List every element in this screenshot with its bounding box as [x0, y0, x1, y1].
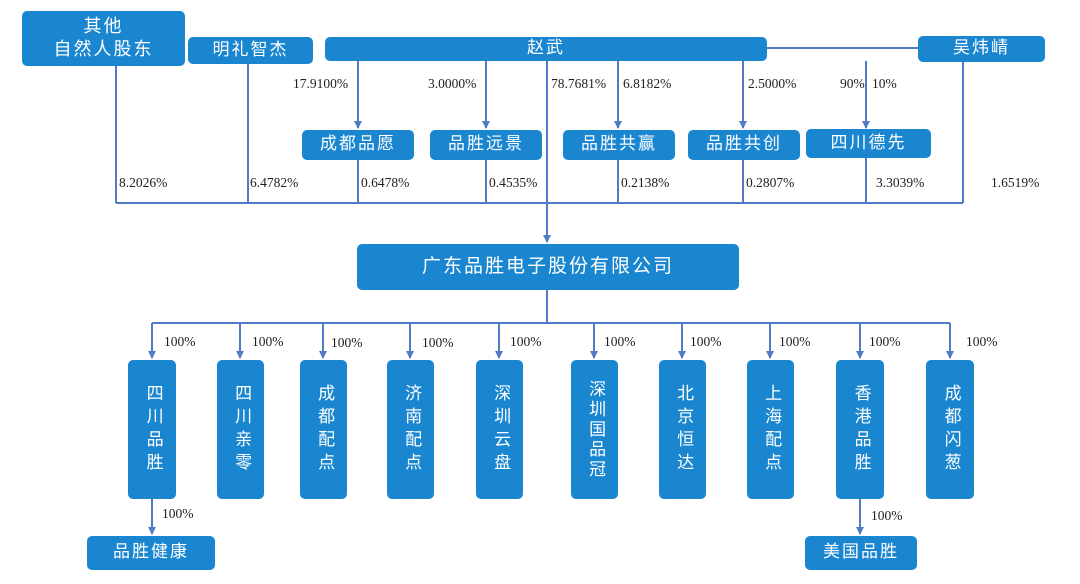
- subsidiary-box-5: 深圳云盘: [476, 360, 523, 499]
- pct-sub-9: 100%: [869, 334, 901, 349]
- subsidiary-box-7: 北京恒达: [659, 360, 706, 499]
- company-box: 广东品胜电子股份有限公司: [357, 244, 739, 290]
- pct-to-jiankang: 100%: [162, 506, 194, 521]
- pct-sub-6: 100%: [604, 334, 636, 349]
- pct-zhao-gongying: 6.8182%: [623, 76, 672, 91]
- subsidiary-box-8: 上海配点: [747, 360, 794, 499]
- pct-sub-3: 100%: [331, 335, 363, 350]
- pct-pinyuan-direct: 0.6478%: [361, 175, 410, 190]
- pct-gongying-direct: 0.2138%: [621, 175, 670, 190]
- pct-to-meiguo: 100%: [871, 508, 903, 523]
- shareholder-ming-lizhijie: 明礼智杰: [188, 37, 313, 64]
- pct-sub-10: 100%: [966, 334, 998, 349]
- shareholder-wu-weiqing: 吴炜崝: [918, 36, 1045, 62]
- pct-zhao-gongchuang: 2.5000%: [748, 76, 797, 91]
- sub-pinsheng-jiankang: 品胜健康: [87, 536, 215, 570]
- platform-chengdu-pinyuan: 成都品愿: [302, 130, 414, 160]
- platform-pinsheng-gongchuang: 品胜共创: [688, 130, 800, 160]
- subsidiary-box-10: 成都闪葱: [926, 360, 974, 499]
- subsidiary-box-9: 香港品胜: [836, 360, 884, 499]
- pct-zhao-direct: 78.7681%: [551, 76, 607, 91]
- pct-sub-4: 100%: [422, 335, 454, 350]
- pct-ming-direct: 6.4782%: [250, 175, 299, 190]
- platform-pinsheng-yuanjing: 品胜远景: [430, 130, 542, 160]
- pct-zhao-pinyuan: 17.9100%: [293, 76, 349, 91]
- pct-sub-2: 100%: [252, 334, 284, 349]
- subsidiary-box-3: 成都配点: [300, 360, 347, 499]
- platform-sichuan-dexian: 四川德先: [806, 129, 931, 158]
- pct-sub-1: 100%: [164, 334, 196, 349]
- pct-yuanjing-direct: 0.4535%: [489, 175, 538, 190]
- pct-sub-8: 100%: [779, 334, 811, 349]
- pct-gongchuang-direct: 0.2807%: [746, 175, 795, 190]
- pct-sub-7: 100%: [690, 334, 722, 349]
- pct-zhao-dexian: 90%: [840, 76, 865, 91]
- shareholder-others: 其他 自然人股东: [22, 11, 185, 66]
- pct-zhao-yuanjing: 3.0000%: [428, 76, 477, 91]
- pct-sub-5: 100%: [510, 334, 542, 349]
- shareholder-zhao-wu: 赵武: [325, 37, 767, 61]
- subsidiary-box-1: 四川品胜: [128, 360, 176, 499]
- sub-meiguo-pinsheng: 美国品胜: [805, 536, 917, 570]
- pct-dexian-direct: 3.3039%: [876, 175, 925, 190]
- pct-wu-dexian: 10%: [872, 76, 897, 91]
- subsidiary-box-4: 济南配点: [387, 360, 434, 499]
- subsidiary-box-2: 四川亲零: [217, 360, 264, 499]
- pct-wu-direct: 1.6519%: [991, 175, 1040, 190]
- platform-pinsheng-gongying: 品胜共赢: [563, 130, 675, 160]
- pct-others-direct: 8.2026%: [119, 175, 168, 190]
- subsidiary-box-6: 深圳国品冠: [571, 360, 618, 499]
